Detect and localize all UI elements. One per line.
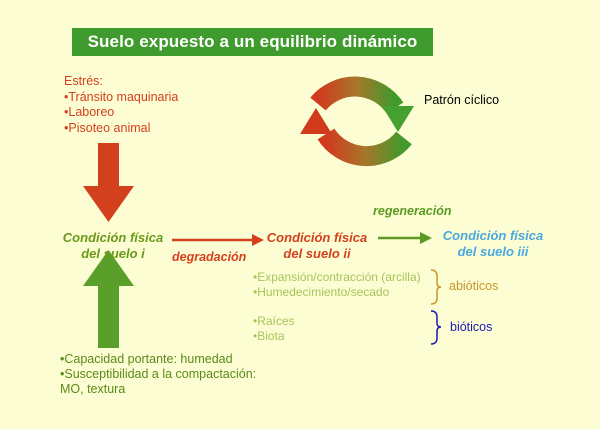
regeneration-label: regeneración <box>373 204 452 218</box>
stress-heading: Estrés: <box>64 74 103 88</box>
degradation-label: degradación <box>172 250 247 264</box>
biotic-item: •Biota <box>253 329 285 343</box>
stress-list: Estrés: •Tránsito maquinaria •Laboreo •P… <box>64 74 178 136</box>
condition-ii-line: del suelo ii <box>283 246 351 261</box>
cyclic-pattern-label: Patrón cíclico <box>424 93 500 107</box>
abiotic-item: •Humedecimiento/secado <box>253 285 390 299</box>
biotic-list: •Raíces •Biota <box>253 314 295 344</box>
abiotic-brace <box>430 269 442 305</box>
condition-iii-label: Condición física del suelo iii <box>436 228 550 260</box>
stress-item: •Laboreo <box>64 105 115 119</box>
capacity-line: •Capacidad portante: humedad <box>60 352 233 366</box>
abiotic-list: •Expansión/contracción (arcilla) •Humede… <box>253 270 421 300</box>
biotic-brace <box>430 310 442 345</box>
condition-i-label: Condición física del suelo i <box>60 230 166 262</box>
biotic-label: bióticos <box>450 320 493 334</box>
degradation-arrow <box>172 234 264 246</box>
condition-iii-line: del suelo iii <box>457 244 529 259</box>
biotic-item: •Raíces <box>253 314 295 328</box>
condition-i-line: Condición física <box>62 230 164 245</box>
stress-item: •Tránsito maquinaria <box>64 89 179 104</box>
stress-item: •Pisoteo animal <box>64 120 151 135</box>
capacity-line: •Susceptibilidad a la compactación: <box>60 367 257 381</box>
regeneration-arrow <box>378 232 432 244</box>
condition-ii-label: Condición física del suelo ii <box>262 230 372 262</box>
abiotic-item: •Expansión/contracción (arcilla) <box>253 270 421 284</box>
capacity-list: •Capacidad portante: humedad •Susceptibi… <box>60 352 256 397</box>
stress-arrow <box>83 143 134 222</box>
condition-iii-line: Condición física <box>442 228 544 243</box>
condition-ii-line: Condición física <box>266 230 368 245</box>
page-title: Suelo expuesto a un equilibrio dinámico <box>72 28 433 56</box>
condition-i-line: del suelo i <box>81 246 145 261</box>
capacity-arrow <box>83 250 134 348</box>
cyclic-pattern-icon <box>300 76 414 167</box>
capacity-line: MO, textura <box>60 382 126 396</box>
abiotic-label: abióticos <box>449 279 499 293</box>
